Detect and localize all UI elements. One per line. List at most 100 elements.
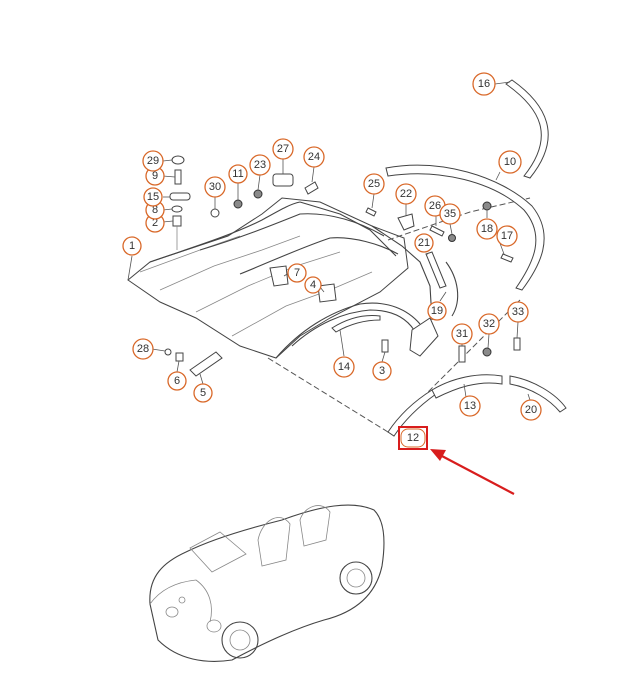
callout-33: 33 <box>507 301 529 323</box>
seal-strips <box>331 79 567 437</box>
part-15-bracket <box>169 192 191 201</box>
callout-33-label: 33 <box>512 306 524 318</box>
leader-9 <box>162 175 176 178</box>
part-35-nut <box>448 234 456 242</box>
callout-1-label: 1 <box>129 240 135 252</box>
leader-14 <box>339 329 345 357</box>
callout-13-label: 13 <box>464 400 476 412</box>
callout-25: 25 <box>363 173 385 195</box>
callout-25-label: 25 <box>368 178 380 190</box>
callout-5-label: 5 <box>200 387 206 399</box>
car-body <box>149 504 385 662</box>
callout-24: 24 <box>303 146 325 168</box>
callout-20: 20 <box>520 399 542 421</box>
callout-14: 14 <box>333 356 355 378</box>
part-20-seal <box>509 375 567 413</box>
callout-11: 11 <box>228 164 248 184</box>
cover-outline-dashed-2 <box>387 197 531 241</box>
leader-2 <box>162 220 174 223</box>
car-headlight-right <box>206 619 222 633</box>
car-rear-hub <box>346 568 366 588</box>
callout-30: 30 <box>204 176 226 198</box>
callout-24-label: 24 <box>308 151 320 163</box>
car-headlight-left <box>165 606 179 618</box>
part-14-seal <box>331 315 381 333</box>
leader-1 <box>127 255 133 281</box>
callout-14-label: 14 <box>338 361 350 373</box>
leader-13 <box>463 383 467 398</box>
part-10-rail-seal <box>385 164 545 291</box>
callout-26-label: 26 <box>429 200 441 212</box>
side-rail-right <box>371 225 433 321</box>
callout-23: 23 <box>249 154 271 176</box>
car-illustration <box>149 504 385 662</box>
callout-6-label: 6 <box>174 375 180 387</box>
callout-5: 5 <box>193 383 213 403</box>
callout-32-label: 32 <box>483 318 495 330</box>
callout-31: 31 <box>451 323 473 345</box>
part-33-clip <box>513 337 521 351</box>
car-front-wheel <box>221 621 259 659</box>
part-4-mount <box>317 283 337 303</box>
callout-28-label: 28 <box>137 343 149 355</box>
part-31-bolt <box>458 345 466 363</box>
leader-6 <box>176 360 180 373</box>
part-32-nut <box>482 347 492 357</box>
callout-28: 28 <box>132 338 154 360</box>
callout-18-label: 18 <box>481 223 493 235</box>
callout-10: 10 <box>498 150 522 174</box>
leader-23 <box>257 174 261 191</box>
rear-bow-inner <box>291 309 415 347</box>
callout-23-label: 23 <box>254 159 266 171</box>
part-17-bolt <box>500 253 514 263</box>
hardware-parts <box>164 155 521 377</box>
callout-12: 12 <box>398 426 428 450</box>
callout-1: 1 <box>122 236 142 256</box>
middle-bow-2 <box>239 237 399 275</box>
callout-4-label: 4 <box>310 279 316 291</box>
part-25-screw <box>365 207 377 217</box>
car-rear-wheel <box>339 561 373 595</box>
callout-10-label: 10 <box>504 156 516 168</box>
part-16-seal <box>505 79 549 179</box>
callout-21-label: 21 <box>418 237 430 249</box>
callout-7-label: 7 <box>294 267 300 279</box>
leader-24 <box>311 166 315 183</box>
callout-2-label: 2 <box>152 217 158 229</box>
callout-3: 3 <box>372 361 392 381</box>
callout-16-label: 16 <box>478 78 490 90</box>
arrow-shaft <box>439 454 515 495</box>
rear-bow <box>275 302 421 359</box>
arrow-head <box>430 449 446 461</box>
red-pointer-arrow <box>430 449 515 495</box>
callout-9-label: 9 <box>152 170 158 182</box>
rear-pivot-linkage <box>409 317 439 357</box>
callout-27: 27 <box>272 138 294 160</box>
callout-30-label: 30 <box>209 181 221 193</box>
callout-20-label: 20 <box>525 404 537 416</box>
car-front-hub <box>229 629 251 651</box>
part-24-clip <box>304 181 319 195</box>
part-6-spacer <box>175 352 184 362</box>
part-30-plug <box>210 208 220 218</box>
callout-19: 19 <box>427 301 447 321</box>
part-11-grommet <box>233 199 243 209</box>
part-5-striker-plate <box>189 351 223 377</box>
part-18-nut <box>482 201 492 211</box>
part-26-bolt <box>429 225 445 237</box>
part-19-spring <box>445 261 459 317</box>
callout-7: 7 <box>287 263 307 283</box>
car-seat-rear <box>299 505 331 547</box>
leader-5 <box>199 373 204 385</box>
part-9-stud <box>174 169 182 185</box>
car-emblem <box>178 596 186 604</box>
callout-22: 22 <box>395 183 417 205</box>
callout-31-label: 31 <box>456 328 468 340</box>
car-hood <box>149 579 212 623</box>
roof-liner-fold-4 <box>231 271 373 337</box>
leader-10 <box>495 171 501 181</box>
leader-33 <box>516 321 519 339</box>
callout-19-label: 19 <box>431 305 443 317</box>
part-7-hinge-link <box>269 265 289 287</box>
